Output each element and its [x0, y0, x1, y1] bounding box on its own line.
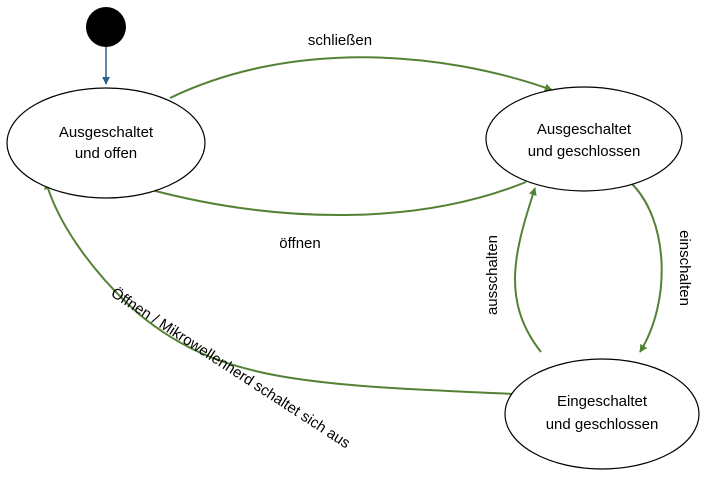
state-on-closed: Eingeschaltet und geschlossen	[504, 358, 700, 470]
state-off-closed-line2: und geschlossen	[528, 143, 641, 160]
transition-open-or-off	[44, 181, 515, 395]
transition-close	[169, 56, 553, 99]
state-off-open: Ausgeschaltet und offen	[6, 87, 206, 199]
transition-open	[143, 181, 527, 216]
state-off-open-line2: und offen	[75, 145, 137, 162]
initial-state-node	[86, 7, 126, 47]
label-switch-off: ausschalten	[484, 235, 501, 315]
label-close: schließen	[308, 32, 372, 49]
label-open-or-off: Öffnen / Mikrowellenherd schaltet sich a…	[108, 284, 354, 452]
label-open: öffnen	[279, 235, 320, 252]
state-on-closed-line2: und geschlossen	[546, 416, 659, 433]
transition-switch-on	[631, 183, 663, 353]
state-on-closed-line1: Eingeschaltet	[557, 393, 648, 410]
state-off-closed: Ausgeschaltet und geschlossen	[485, 86, 683, 192]
transition-switch-off	[514, 187, 542, 353]
state-off-closed-line1: Ausgeschaltet	[537, 121, 632, 138]
label-switch-on: einschalten	[676, 230, 693, 306]
state-off-open-line1: Ausgeschaltet	[59, 124, 154, 141]
